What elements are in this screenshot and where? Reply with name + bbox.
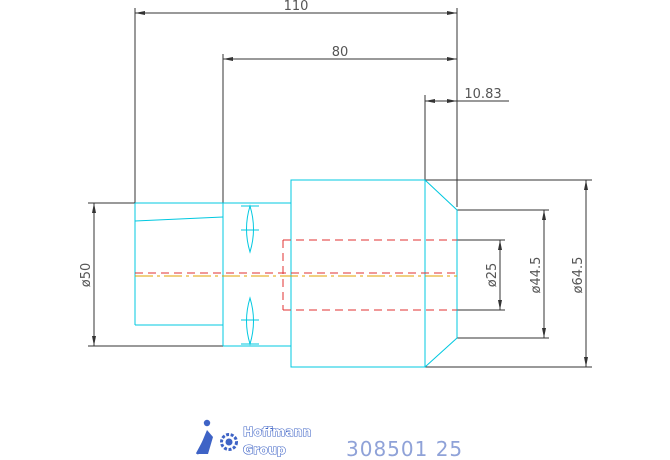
logo-brand-line1: Hoffmann <box>243 424 311 439</box>
arrow <box>92 336 96 346</box>
arrow <box>223 57 233 61</box>
logo-mark-icon <box>195 419 238 455</box>
dim-1083-label: 10.83 <box>464 87 501 102</box>
logo-brand-line2: Group <box>243 442 286 457</box>
arrow <box>135 11 145 15</box>
dim-445-label: ø44.5 <box>529 257 544 294</box>
part-number: 308501 25 <box>346 437 463 460</box>
drive-slot-top <box>246 204 254 254</box>
dim-80-label: 80 <box>332 45 349 60</box>
arrow <box>425 99 435 103</box>
arrow <box>92 203 96 213</box>
arrow <box>498 300 502 310</box>
arrow <box>447 57 457 61</box>
arrow <box>447 11 457 15</box>
dim-25-label: ø25 <box>485 263 500 288</box>
dim-645-label: ø64.5 <box>571 257 586 294</box>
dim-110-label: 110 <box>284 0 309 14</box>
hoffmann-logo: Hoffmann Group <box>195 419 312 458</box>
arrowheads <box>92 11 588 367</box>
dim-50-label: ø50 <box>79 263 94 288</box>
cone-front <box>424 179 458 368</box>
arrow <box>498 240 502 250</box>
drive-slot-bottom <box>246 296 254 346</box>
arrow <box>584 357 588 367</box>
arrow <box>447 99 457 103</box>
dimension-lines <box>88 8 592 368</box>
arrow <box>584 180 588 190</box>
arrow <box>542 328 546 338</box>
arrow <box>542 210 546 220</box>
shank-taper-line <box>134 216 224 222</box>
hidden-lines <box>135 239 457 311</box>
